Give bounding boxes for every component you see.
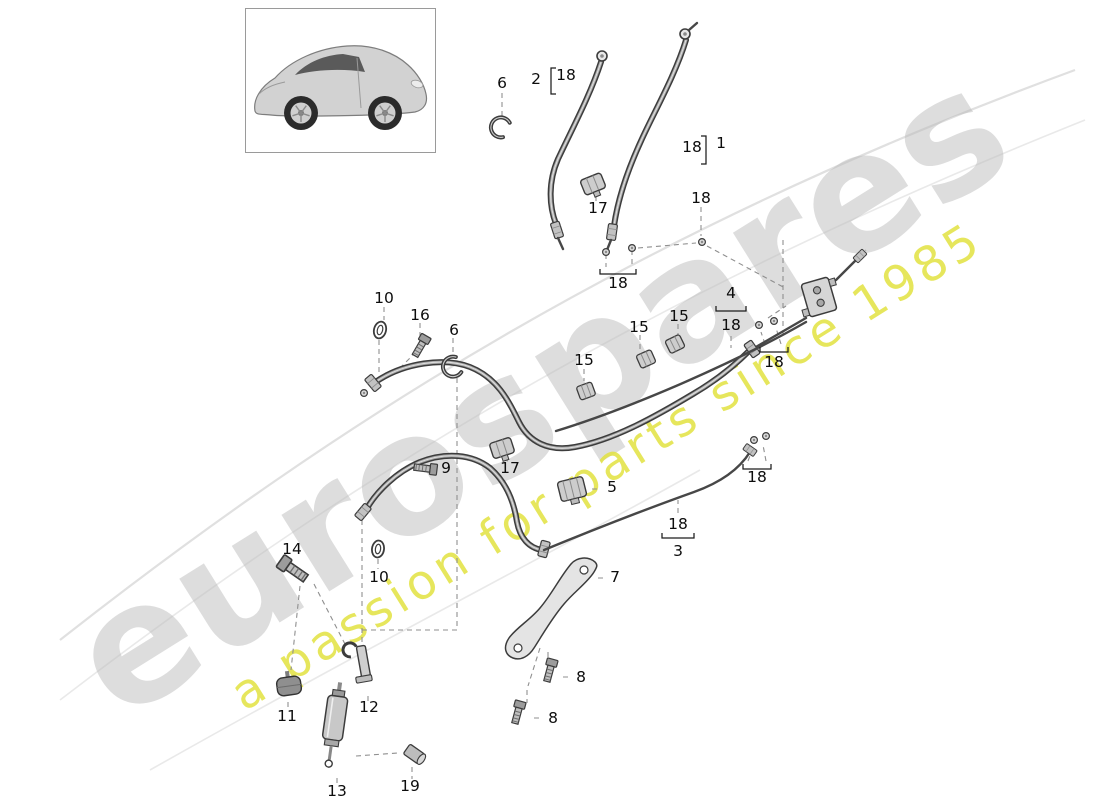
part-label-15-a[interactable]: 15 [574, 351, 594, 369]
part-label-18-f[interactable]: 18 [764, 353, 784, 371]
part-label-2[interactable]: 2 [531, 70, 541, 88]
part-label-19[interactable]: 19 [400, 777, 420, 795]
part-label-6-mid[interactable]: 6 [449, 321, 459, 339]
part-label-18-e[interactable]: 18 [721, 316, 741, 334]
car-illustration [254, 45, 428, 130]
watermark: eurospares a passion for parts since 198… [39, 29, 1042, 755]
part-label-18-b[interactable]: 18 [682, 138, 702, 156]
watermark-brand-text: eurospares [39, 29, 1042, 755]
part-label-1[interactable]: 1 [716, 134, 726, 152]
diagram-parts [275, 21, 868, 768]
car-front-wheel [368, 96, 402, 130]
part-label-3[interactable]: 3 [673, 542, 683, 560]
part-label-13[interactable]: 13 [327, 782, 347, 800]
part-label-12[interactable]: 12 [359, 698, 379, 716]
part-label-18-d[interactable]: 18 [608, 274, 628, 292]
part-label-18-c[interactable]: 18 [691, 189, 711, 207]
clip-6-top[interactable] [485, 112, 513, 142]
part-label-18-h[interactable]: 18 [668, 515, 688, 533]
leader-lines [287, 93, 867, 785]
part-labels: 6 2 18 18 1 17 18 18 10 16 6 15 15 15 4 … [277, 66, 784, 800]
clamp-5[interactable] [556, 476, 588, 507]
part-label-9[interactable]: 9 [441, 459, 451, 477]
background-swooshes [59, 68, 1086, 771]
part-label-14[interactable]: 14 [282, 540, 302, 558]
label-brackets [550, 67, 789, 539]
brake-hose-2[interactable] [547, 50, 608, 251]
clamp-17-top[interactable] [579, 171, 609, 201]
part-label-10-b[interactable]: 10 [369, 568, 389, 586]
part-label-11[interactable]: 11 [277, 707, 297, 725]
part-label-15-b[interactable]: 15 [629, 318, 649, 336]
brake-line-4[interactable] [554, 320, 808, 433]
part-label-18-g[interactable]: 18 [747, 468, 767, 486]
brake-line-3[interactable] [542, 432, 771, 552]
part-label-7[interactable]: 7 [610, 568, 620, 586]
sleeve-19[interactable] [403, 744, 427, 766]
valve-unit[interactable] [747, 248, 868, 353]
bracket-12[interactable] [341, 640, 373, 684]
part-label-17-mid[interactable]: 17 [500, 459, 520, 477]
seal-ring-10-a[interactable] [371, 319, 389, 341]
part-label-15-c[interactable]: 15 [669, 307, 689, 325]
car-thumbnail [245, 8, 436, 153]
part-label-18-a[interactable]: 18 [556, 66, 576, 84]
part-label-16[interactable]: 16 [410, 306, 430, 324]
brake-hose-middle[interactable] [360, 339, 761, 452]
bolt-8-b[interactable] [508, 699, 527, 726]
bolt-8-a[interactable] [540, 657, 559, 684]
part-label-4[interactable]: 4 [726, 284, 736, 302]
part-label-8-b[interactable]: 8 [548, 709, 558, 727]
mount-11[interactable] [275, 669, 303, 697]
bracket-7[interactable] [504, 557, 598, 660]
part-label-5[interactable]: 5 [607, 478, 617, 496]
damper-13[interactable] [318, 681, 350, 768]
part-label-17-top[interactable]: 17 [588, 199, 608, 217]
car-rear-wheel [284, 96, 318, 130]
brake-hose-lower[interactable] [353, 452, 552, 559]
part-label-10-a[interactable]: 10 [374, 289, 394, 307]
part-label-8-a[interactable]: 8 [576, 668, 586, 686]
brake-hose-1[interactable] [605, 21, 699, 252]
part-label-6-top[interactable]: 6 [497, 74, 507, 92]
